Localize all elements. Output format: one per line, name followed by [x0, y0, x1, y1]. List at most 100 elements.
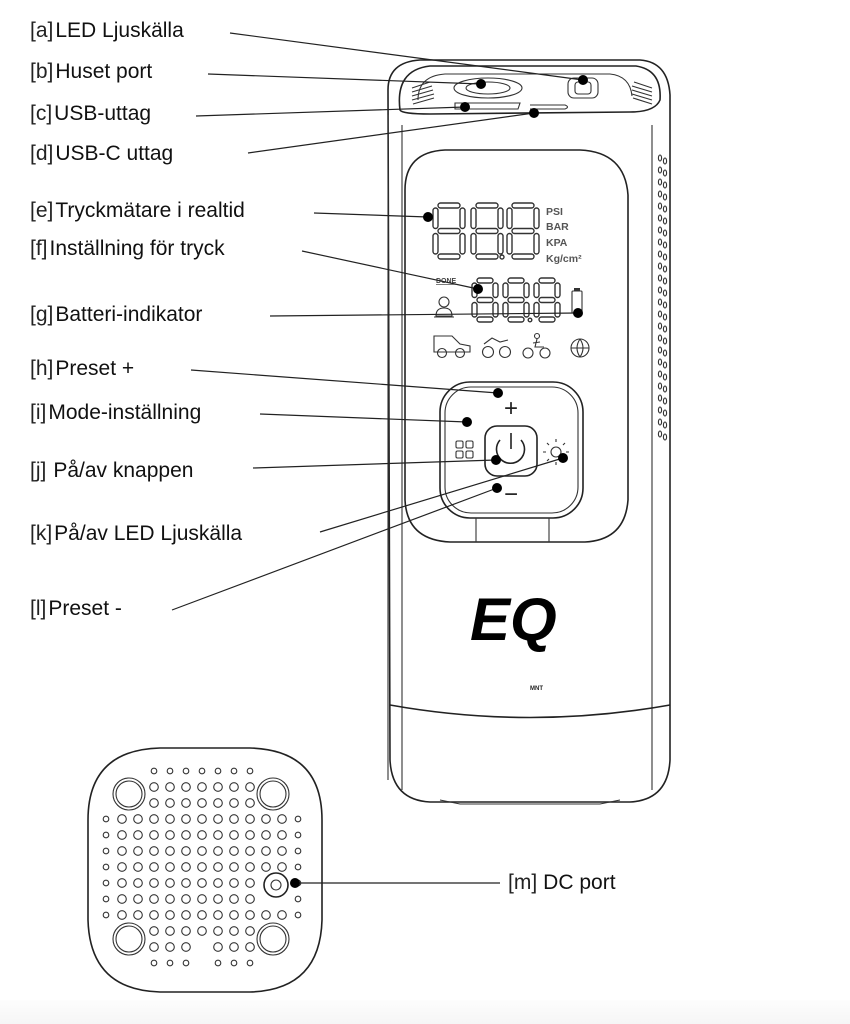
segment	[511, 227, 535, 235]
unit-bar: BAR	[546, 221, 569, 233]
vent-hole	[133, 814, 143, 824]
usbc-slot	[530, 104, 569, 110]
vent-hole	[662, 373, 668, 381]
vent-hole	[213, 926, 223, 936]
segment	[554, 301, 561, 318]
vent-hole	[181, 926, 191, 936]
vent-hole	[245, 846, 255, 856]
segment	[470, 207, 477, 230]
vent-hole	[213, 894, 223, 904]
segment	[437, 253, 461, 260]
callout-h-preset-plus: [h]Preset +	[30, 358, 134, 379]
vent-hole	[294, 847, 302, 855]
segment	[506, 232, 513, 255]
segment	[437, 202, 461, 209]
vent-hole	[662, 349, 668, 357]
segment	[475, 227, 499, 235]
vent-hole	[149, 798, 159, 808]
preset-plus-button[interactable]: +	[504, 395, 518, 422]
segment	[497, 207, 504, 230]
vent-hole	[213, 942, 223, 952]
vent-hole	[150, 767, 158, 775]
vent-hole	[294, 831, 302, 839]
vent-hole	[662, 241, 668, 249]
leader-lines	[171, 32, 588, 888]
vent-hole	[229, 782, 239, 792]
vent-hole	[657, 214, 663, 222]
vent-hole	[149, 926, 159, 936]
vent-hole	[662, 169, 668, 177]
vent-hole	[277, 830, 287, 840]
base-seam	[389, 704, 671, 719]
callout-l-preset-minus: [l]Preset -	[30, 598, 122, 619]
callout-tag: [i]	[30, 401, 47, 424]
led-toggle-button[interactable]	[543, 439, 569, 465]
unit-psi: PSI	[546, 206, 563, 218]
preset-minus-button[interactable]: −	[504, 481, 518, 508]
vent-hole	[662, 205, 668, 213]
vent-hole	[213, 878, 223, 888]
car-icon	[433, 335, 471, 359]
vent-hole	[165, 830, 175, 840]
segment	[554, 282, 561, 299]
vent-hole	[245, 814, 255, 824]
callout-k-led-toggle: [k]På/av LED Ljuskälla	[30, 523, 242, 544]
vent-hole	[657, 394, 663, 402]
vent-hole	[662, 217, 668, 225]
segment	[511, 202, 535, 209]
vent-hole	[229, 830, 239, 840]
segment	[475, 253, 499, 260]
vent-hole	[165, 798, 175, 808]
segment	[506, 207, 513, 230]
segment	[538, 316, 556, 323]
done-indicator: DONE	[436, 278, 457, 285]
vent-hole	[229, 926, 239, 936]
unit-kgcm2: Kg/cm²	[546, 253, 582, 265]
segment	[437, 227, 461, 235]
vent-hole	[662, 313, 668, 321]
ball-icon	[570, 338, 590, 358]
vent-hole	[197, 894, 207, 904]
callout-e-realtime-gauge: [e]Tryckmätare i realtid	[30, 200, 245, 221]
vent-hole	[117, 830, 127, 840]
decimal-point	[527, 317, 533, 323]
vent-hole	[197, 798, 207, 808]
vent-hole	[657, 406, 663, 414]
vent-hole	[229, 862, 239, 872]
callout-text: Inställning för tryck	[49, 237, 225, 260]
segment	[497, 232, 504, 255]
vent-hole	[261, 910, 271, 920]
callout-text: Huset port	[55, 60, 153, 83]
realtime-pressure-digits	[432, 202, 540, 260]
vent-hole	[214, 767, 222, 775]
callout-tag: [d]	[30, 142, 54, 165]
vent-hole	[197, 878, 207, 888]
segment	[471, 301, 478, 318]
vent-hole	[149, 878, 159, 888]
callout-tag: [l]	[30, 597, 47, 620]
vent-hole	[149, 894, 159, 904]
preset-pressure-digits	[471, 277, 561, 323]
vent-hole	[182, 767, 190, 775]
vent-hole	[657, 430, 663, 438]
vent-hole	[294, 911, 302, 919]
front-panel	[404, 149, 629, 543]
segment	[476, 277, 494, 284]
callout-text: På/av knappen	[53, 459, 194, 482]
vent-hole	[662, 265, 668, 273]
callout-tag: [h]	[30, 357, 54, 380]
vent-hole	[657, 190, 663, 198]
segment	[507, 296, 525, 304]
vent-hole	[662, 421, 668, 429]
segment	[533, 207, 540, 230]
vent-hole	[165, 878, 175, 888]
callout-m-dc-port: [m]DC port	[508, 872, 616, 893]
vent-hole	[662, 361, 668, 369]
vent-hole	[657, 310, 663, 318]
vent-hole	[181, 846, 191, 856]
vent-hole	[245, 926, 255, 936]
mode-button[interactable]	[455, 440, 474, 459]
power-button[interactable]	[484, 425, 538, 477]
segment	[475, 202, 499, 209]
